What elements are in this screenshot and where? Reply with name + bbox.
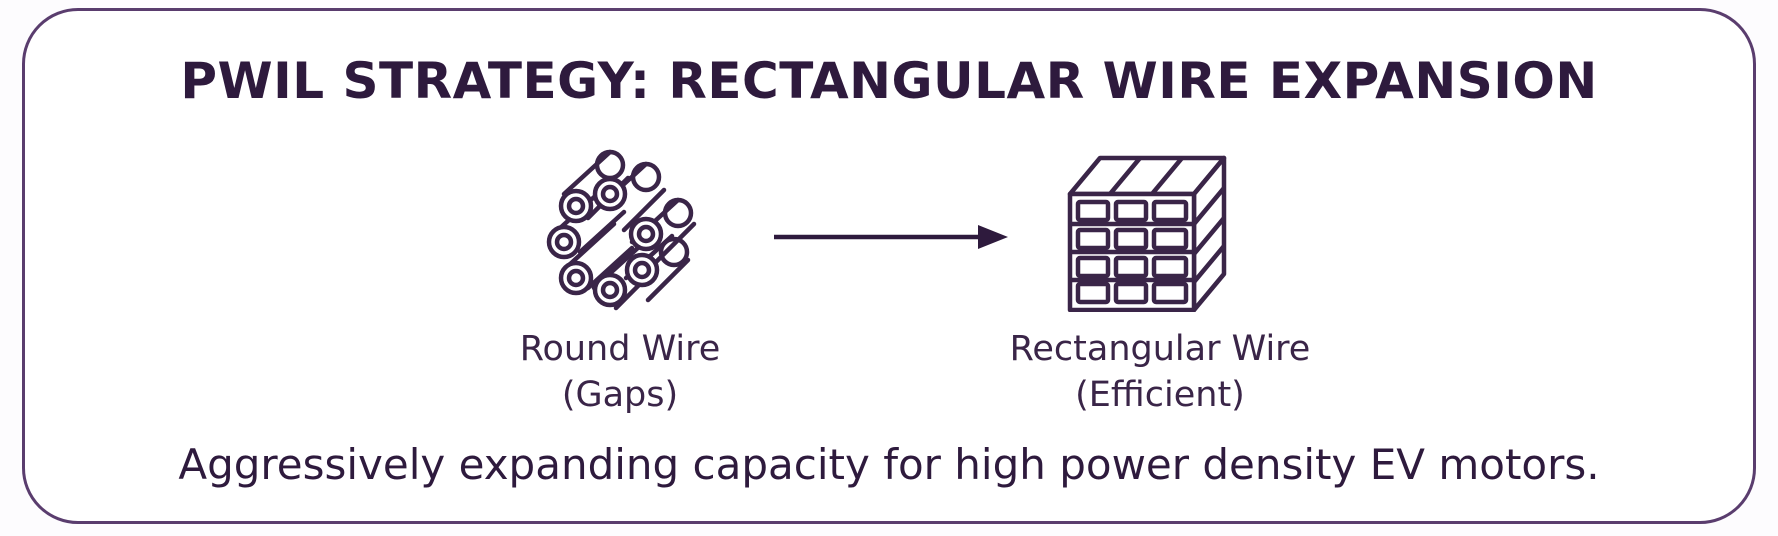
right-arrow-icon — [774, 225, 1008, 249]
round-wire-label-line1: Round Wire — [519, 329, 721, 369]
tagline: Aggressively expanding capacity for high… — [178, 440, 1600, 489]
rectangular-wire-label-line2: (Efficient) — [1075, 375, 1245, 415]
rectangular-wire-stack-icon — [1067, 155, 1227, 312]
round-wire-label: Round Wire (Gaps) — [440, 326, 800, 418]
diagram-card — [22, 8, 1756, 524]
rectangular-wire-label: Rectangular Wire (Efficient) — [940, 326, 1380, 418]
rectangular-wire-label-line1: Rectangular Wire — [1009, 329, 1311, 369]
round-wire-bundle-icon — [546, 149, 697, 311]
round-wire-label-line2: (Gaps) — [561, 375, 679, 415]
diagram-title: PWIL STRATEGY: RECTANGULAR WIRE EXPANSIO… — [180, 52, 1598, 110]
